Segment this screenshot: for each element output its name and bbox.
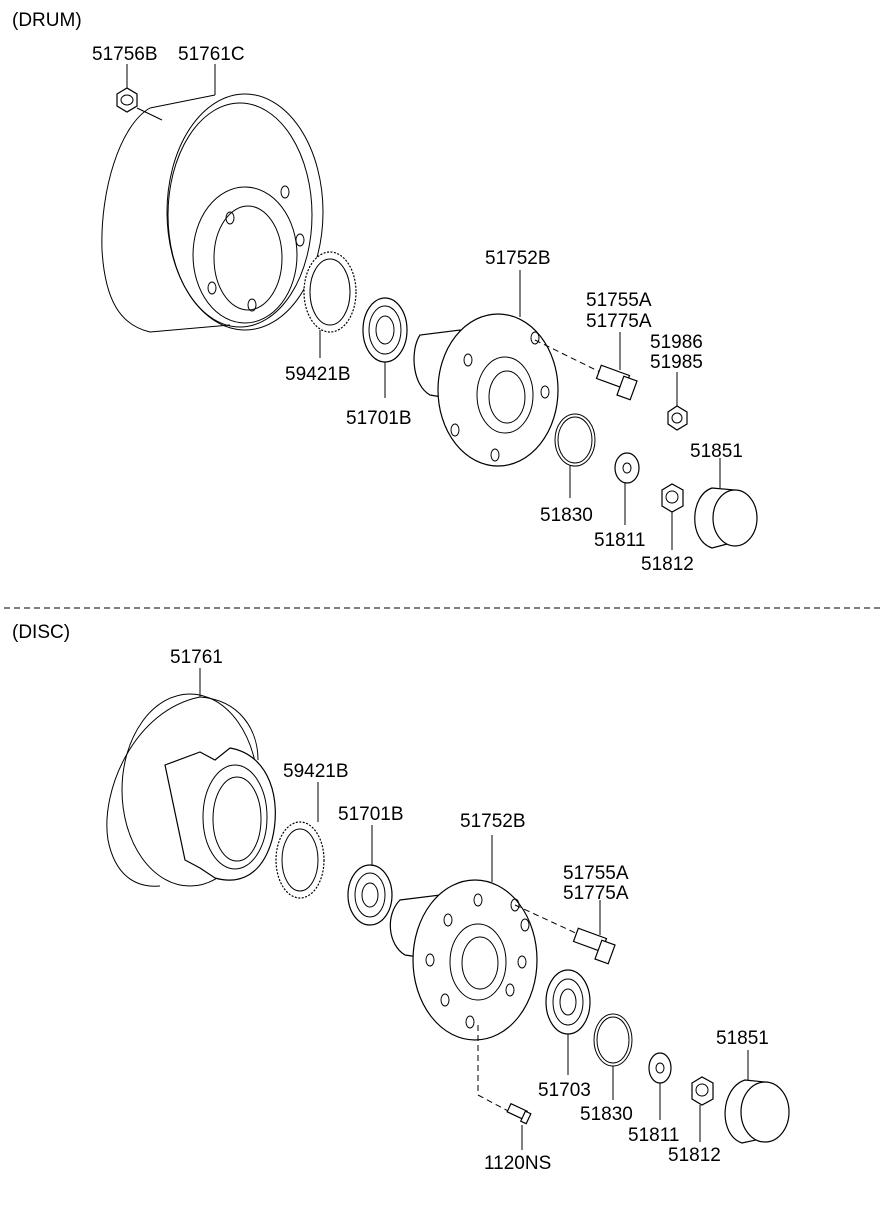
disc-section-title: (DISC) (12, 622, 70, 643)
part-bearing-51701B[interactable] (362, 297, 408, 398)
drum-label-51985: 51985 (650, 352, 703, 373)
disc-label-51761: 51761 (170, 647, 223, 668)
drum-label-51761C: 51761C (178, 44, 245, 65)
drum-label-59421B: 59421B (285, 364, 351, 385)
part-cap-51851[interactable] (694, 458, 758, 549)
part-brake-drum-51761C[interactable] (101, 64, 324, 333)
drum-label-51752B: 51752B (485, 248, 551, 269)
part-washer-51811[interactable] (614, 452, 640, 525)
part-oring-51830-disc[interactable] (593, 1013, 633, 1100)
drum-label-51986: 51986 (650, 332, 703, 353)
part-bearing-51701B-disc[interactable] (347, 825, 393, 926)
disc-label-1120NS: 1120NS (484, 1153, 551, 1174)
part-nut-51812[interactable] (661, 483, 684, 550)
part-nut-51812-disc[interactable] (691, 1076, 714, 1142)
disc-label-51812: 51812 (668, 1145, 721, 1166)
disc-label-59421B: 59421B (283, 761, 349, 782)
part-tone-ring-59421B[interactable] (303, 251, 357, 358)
part-bolt-1120NS[interactable] (506, 1102, 532, 1150)
part-oring-51830[interactable] (554, 413, 596, 498)
part-hub-51752B-disc[interactable] (389, 835, 581, 1113)
drum-label-51851: 51851 (690, 441, 743, 462)
part-nut-51986[interactable] (667, 372, 688, 431)
part-stud-51755A-disc[interactable] (572, 900, 616, 965)
disc-label-51701B: 51701B (338, 804, 404, 825)
part-washer-51811-disc[interactable] (648, 1052, 672, 1120)
part-nut-51756B[interactable] (116, 64, 163, 121)
disc-label-51775A: 51775A (563, 883, 629, 904)
disc-label-51830: 51830 (580, 1104, 633, 1125)
part-stud-51755A[interactable] (595, 332, 638, 401)
disc-section: (DISC) (12, 622, 790, 1174)
drum-label-51701B: 51701B (346, 408, 412, 429)
drum-label-51775A: 51775A (586, 311, 652, 332)
disc-label-51703: 51703 (538, 1080, 591, 1101)
part-cap-51851-disc[interactable] (724, 1050, 790, 1144)
drum-label-51812: 51812 (641, 554, 694, 575)
drum-label-51811: 51811 (594, 530, 645, 551)
drum-label-51756B: 51756B (92, 44, 158, 65)
disc-label-51755A: 51755A (563, 863, 629, 884)
part-bearing-51703[interactable] (545, 969, 591, 1075)
drum-section-title: (DRUM) (12, 10, 82, 31)
disc-label-51811: 51811 (628, 1125, 679, 1146)
drum-section: (DRUM) (12, 10, 758, 575)
disc-label-51752B: 51752B (460, 811, 526, 832)
part-brake-disc-51761[interactable] (106, 668, 276, 887)
part-hub-51752B[interactable] (413, 270, 601, 467)
part-tone-ring-59421B-disc[interactable] (275, 782, 325, 899)
disc-label-51851: 51851 (716, 1028, 769, 1049)
drum-label-51755A: 51755A (586, 290, 652, 311)
drum-label-51830: 51830 (540, 505, 593, 526)
